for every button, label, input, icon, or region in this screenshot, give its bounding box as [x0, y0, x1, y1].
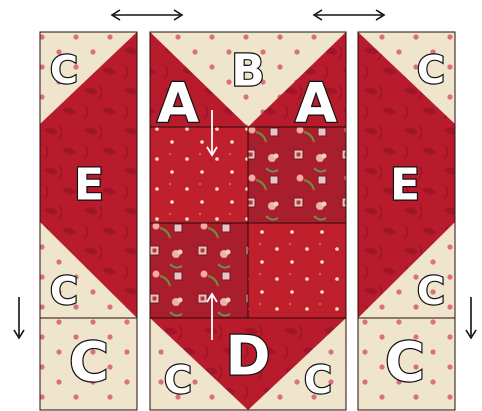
label-c-center-left: C [164, 358, 192, 402]
arrow-top-left [112, 10, 182, 20]
arrow-right-down [466, 297, 476, 338]
label-d: D [226, 325, 271, 388]
label-c-right-mid: C [417, 269, 445, 313]
arrow-top-right [314, 10, 384, 20]
label-e-left: E [74, 160, 104, 211]
label-a-left: A [157, 72, 199, 135]
label-c-left-mid: C [50, 269, 78, 313]
label-c-left-bottom: C [69, 331, 109, 394]
four-patch-bottom-left [150, 223, 248, 318]
four-patch-bottom-right [248, 223, 346, 318]
label-e-right: E [390, 160, 420, 211]
label-a-right: A [295, 72, 337, 135]
label-c-center-right: C [304, 358, 332, 402]
label-c-left-top: C [50, 48, 78, 92]
label-c-right-top: C [417, 48, 445, 92]
label-b: B [231, 46, 265, 97]
label-c-right-bottom: C [385, 331, 425, 394]
four-patch-top-left [150, 127, 248, 223]
arrow-left-down [14, 297, 24, 338]
four-patch-top-right [248, 127, 346, 223]
